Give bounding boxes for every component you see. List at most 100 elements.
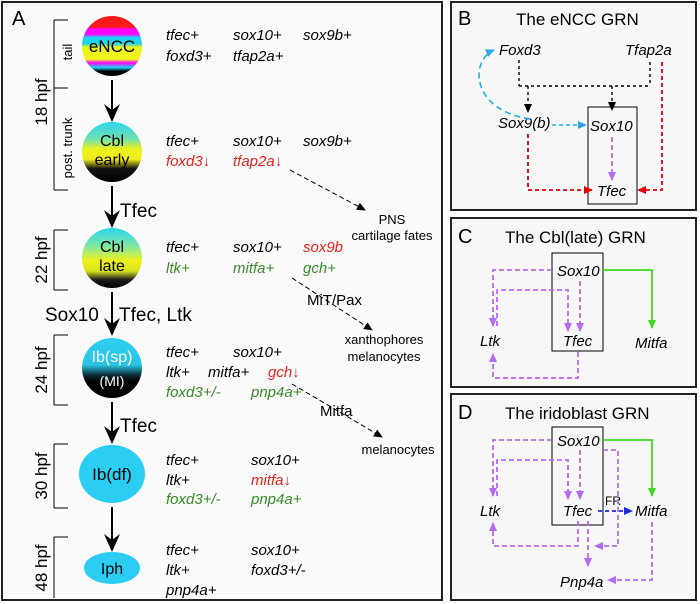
gene: sox10+: [251, 542, 300, 559]
node-pnp4a: Pnp4a: [560, 574, 603, 591]
gene: foxd3+/-: [166, 491, 221, 508]
cell-encc: eNCC: [82, 16, 142, 76]
stage-time-24hpf: 24 hpf: [32, 346, 51, 394]
gene: mitfa↓: [251, 472, 291, 489]
gene: gch↓: [268, 364, 300, 381]
fate-arrow-melanocytes: [291, 383, 383, 438]
gene: mitfa+: [233, 260, 275, 277]
gene: tfec+: [166, 542, 199, 559]
node-ltk: Ltk: [480, 503, 502, 520]
fate-melanocytes-1: melanocytes: [348, 349, 421, 364]
gene: sox10+: [233, 239, 282, 256]
gene: sox10+: [233, 344, 282, 361]
label-fr: FR: [605, 494, 621, 508]
gene: tfec+: [166, 452, 199, 469]
edge-red-tfec: [527, 62, 663, 194]
gene: sox9b: [303, 239, 343, 256]
node-tfec: Tfec: [597, 183, 627, 200]
gene: sox10+: [233, 27, 282, 44]
gene: tfec+: [166, 344, 199, 361]
panel-c-letter: C: [458, 226, 472, 248]
fate-xanthophores: xanthophores: [345, 332, 424, 347]
panel-a: A 18 hpf tail post. trunk 22 hpf 24 hpf: [1, 1, 443, 601]
gene: sox10+: [233, 133, 282, 150]
fate-mitpax: MiT/Pax: [307, 292, 363, 309]
stage-time-18hpf: 18 hpf: [32, 78, 51, 126]
edge-foxd3-tfap2a-merge: [518, 60, 651, 113]
fate-cartilage: cartilage fates: [352, 228, 433, 243]
stage-bracket-18hpf: 18 hpf tail post. trunk: [32, 19, 75, 191]
panel-d: D The iridoblast GRN Sox10 Ltk Tfec Mitf…: [450, 393, 697, 601]
gene: ltk+: [166, 364, 190, 381]
gene: pnp4a+: [165, 582, 217, 599]
genes-cbl-late: tfec+ sox10+ sox9b ltk+ mitfa+ gch+: [166, 239, 343, 277]
gene: foxd3+: [166, 48, 212, 65]
stage-sub-post-trunk: post. trunk: [60, 117, 75, 178]
fate-melanocytes-2: melanocytes: [362, 442, 435, 457]
node-sox10: Sox10: [557, 433, 600, 450]
gene: tfec+: [166, 27, 199, 44]
transition-sox10: Sox10: [45, 305, 99, 326]
fate-arrows: [289, 169, 383, 438]
edge-sox9-foxd3: [478, 49, 531, 120]
gene: tfap2a↓: [233, 153, 282, 170]
lineage-arrows: [104, 80, 120, 552]
panel-d-title: The iridoblast GRN: [505, 404, 650, 423]
gene: foxd3↓: [166, 153, 210, 170]
cell-ib-sp-label: Ib(sp): [92, 349, 133, 366]
fate-mitfa: Mitfa: [320, 403, 353, 420]
node-sox9b: Sox9(b): [498, 115, 551, 132]
edges-purple-d: [489, 439, 653, 584]
panel-b: B The eNCC GRN Foxd3 Tfap2a Sox9(b) Sox1…: [450, 1, 697, 211]
gene: tfap2a+: [233, 48, 284, 65]
panel-b-letter: B: [458, 8, 471, 30]
gene: foxd3+/-: [251, 562, 306, 579]
transition-tfec-1: Tfec: [120, 201, 157, 222]
cell-cbl-early-line1: Cbl: [100, 133, 124, 150]
cell-encc-label: eNCC: [89, 37, 135, 56]
gene: gch+: [303, 260, 336, 277]
panel-c-title: The Cbl(late) GRN: [505, 228, 646, 247]
node-tfec: Tfec: [563, 333, 593, 350]
edges-purple-c: [489, 269, 584, 379]
node-tfec: Tfec: [563, 503, 593, 520]
transition-tfec-ltk: Tfec, Ltk: [119, 305, 192, 326]
panel-c: C The Cbl(late) GRN Sox10 Ltk Tfec Mitfa: [450, 217, 697, 388]
gene: pnp4a+: [250, 491, 302, 508]
gene: sox9b+: [303, 27, 352, 44]
stage-sub-tail: tail: [60, 44, 75, 61]
genes-ib-sp: tfec+ sox10+ ltk+ mitfa+ gch↓ foxd3+/- p…: [166, 344, 302, 401]
node-ltk: Ltk: [480, 333, 502, 350]
node-mitfa: Mitfa: [635, 335, 668, 352]
stage-time-22hpf: 22 hpf: [32, 236, 51, 284]
fate-pns: PNS: [379, 212, 406, 227]
gene-box: [551, 252, 604, 352]
gene: sox9b+: [303, 133, 352, 150]
node-tfap2a: Tfap2a: [625, 42, 672, 59]
fate-arrow-pns: [289, 169, 366, 211]
cell-cbl-late-line2: late: [99, 258, 125, 275]
transition-tfec-2: Tfec: [120, 416, 157, 437]
node-sox10: Sox10: [557, 263, 600, 280]
genes-iph: tfec+ sox10+ ltk+ foxd3+/- pnp4a+: [165, 542, 306, 599]
stage-bracket-24hpf: 24 hpf: [32, 334, 68, 406]
cell-iph: Iph: [84, 552, 140, 584]
cell-cbl-late: Cbl late: [82, 228, 142, 288]
panel-a-letter: A: [12, 8, 26, 30]
stage-bracket-22hpf: 22 hpf: [32, 229, 68, 291]
stage-time-30hpf: 30 hpf: [32, 452, 51, 500]
stage-time-48hpf: 48 hpf: [32, 544, 51, 592]
cell-cbl-early-line2: early: [95, 152, 130, 169]
node-mitfa: Mitfa: [635, 503, 668, 520]
cell-ib-df-label: Ib(df): [92, 465, 132, 484]
gene: ltk+: [166, 472, 190, 489]
gene: foxd3+/-: [166, 384, 221, 401]
node-foxd3: Foxd3: [499, 42, 541, 59]
gene: mitfa+: [208, 364, 250, 381]
gene: pnp4a+: [250, 384, 302, 401]
stage-bracket-30hpf: 30 hpf: [32, 443, 68, 509]
cell-ib-sp: Ib(sp) (MI): [82, 338, 142, 398]
gene: ltk+: [166, 260, 190, 277]
panel-b-title: The eNCC GRN: [516, 10, 639, 29]
